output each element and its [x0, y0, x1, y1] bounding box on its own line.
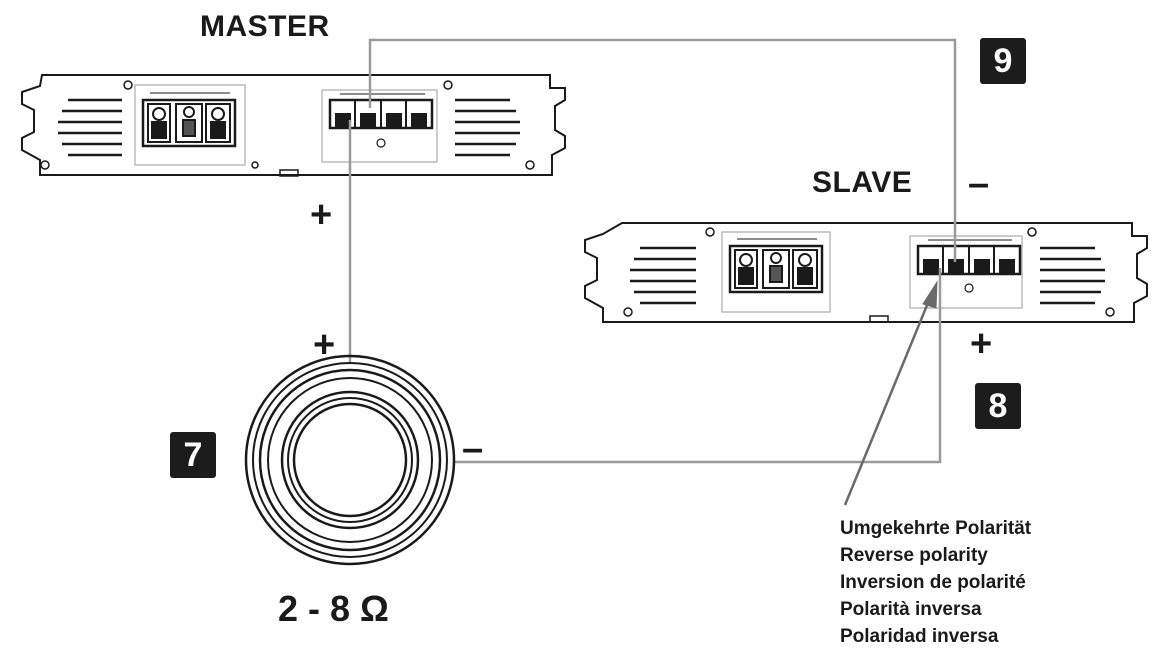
step-badge-8: 8: [975, 383, 1021, 429]
reverse-polarity-note: Umgekehrte Polarität Reverse polarity In…: [840, 515, 1031, 650]
master-amplifier: [21, 74, 566, 177]
master-heatsink-right: [455, 98, 520, 157]
slave-amplifier: [584, 222, 1148, 323]
master-heatsink-left: [58, 98, 122, 157]
speaker-plus-sign: +: [313, 324, 336, 366]
speaker: [244, 354, 456, 566]
master-speaker-terminal: [321, 89, 438, 163]
wires: [348, 38, 957, 464]
step-badge-9: 9: [980, 38, 1026, 84]
note-line-en: Reverse polarity: [840, 545, 988, 566]
slave-heatsink-left: [630, 246, 696, 305]
slave-screws: [623, 227, 1115, 317]
master-screws: [40, 80, 535, 170]
polarity-arrow: [843, 280, 938, 506]
slave-plus-sign: +: [970, 323, 993, 365]
note-line-it: Polarità inversa: [840, 599, 982, 620]
slave-heatsink-right: [1040, 246, 1105, 305]
note-line-de: Umgekehrte Polarität: [840, 518, 1032, 539]
master-plus-sign: +: [310, 194, 333, 236]
wire-speaker-minus-to-slave: [455, 268, 942, 464]
slave-power-terminal: [721, 231, 831, 313]
speaker-minus-sign: –: [462, 428, 484, 470]
master-title: MASTER: [200, 10, 330, 43]
step-badge-7: 7: [170, 432, 216, 478]
speaker-impedance: 2 - 8 Ω: [278, 588, 389, 629]
slave-speaker-terminal: [909, 235, 1023, 309]
wire-master-to-slave-bridge: [368, 38, 957, 262]
master-power-terminal: [134, 84, 246, 166]
slave-title: SLAVE: [812, 166, 913, 199]
note-line-es: Polaridad inversa: [840, 626, 999, 647]
slave-minus-sign: –: [968, 163, 990, 205]
note-line-fr: Inversion de polarité: [840, 572, 1026, 593]
